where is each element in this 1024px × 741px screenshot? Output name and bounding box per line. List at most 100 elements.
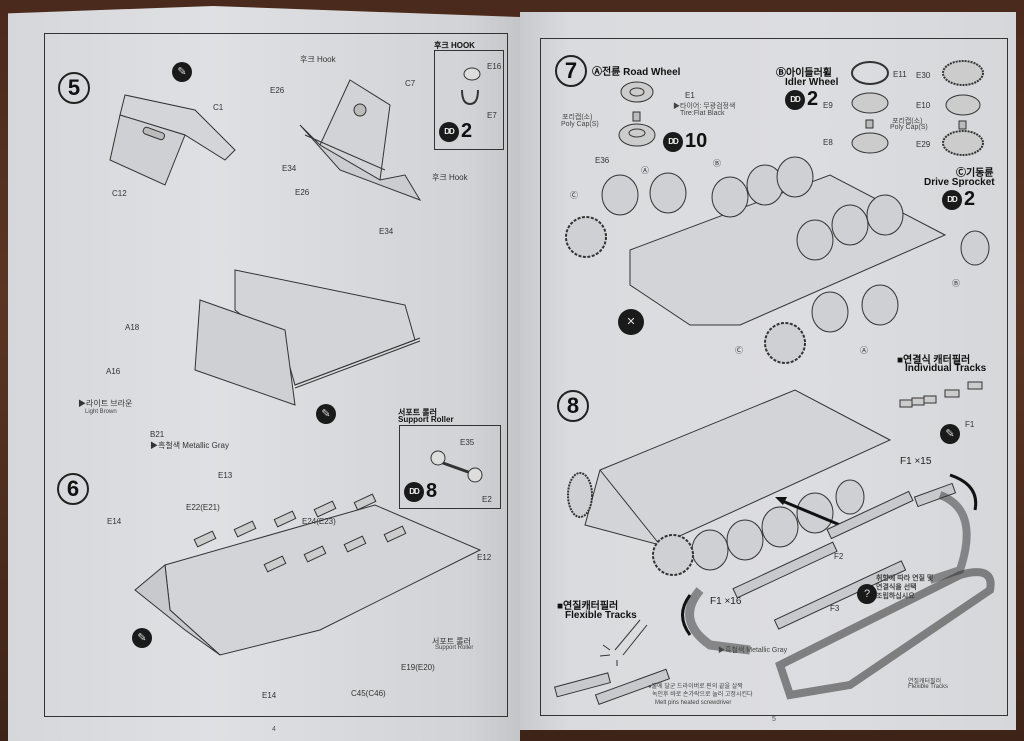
drive-sprocket-drawing xyxy=(938,58,988,158)
tire-paint-en: Tire:Flat Black xyxy=(680,110,725,117)
part-label-e34-b: E34 xyxy=(379,227,394,236)
sprocket-polycap-en: Poly Cap(S) xyxy=(890,124,928,131)
marker-c-left: Ⓒ xyxy=(570,191,578,200)
part-label-c12: C12 xyxy=(112,189,127,198)
idler-wheel-title-ko: Ⓑ아이들러휠 xyxy=(776,68,832,79)
part-label-e11: E11 xyxy=(893,70,907,79)
quantity-value: 2 xyxy=(807,88,819,110)
part-label-e14-left: E14 xyxy=(107,517,122,526)
part-label-f3: F3 xyxy=(830,604,840,613)
part-label-e8: E8 xyxy=(823,138,833,147)
part-label-e24: E24(E23) xyxy=(302,517,336,526)
glue-icon: ✎ xyxy=(132,628,152,648)
part-label-e29: E29 xyxy=(916,140,931,149)
support-roller-title-en: Support Roller xyxy=(398,415,454,424)
heat-note-ko-line2: 녹인후 바로 손가락으로 눌러 고정시킨다 xyxy=(652,692,753,698)
support-roller-label-ko: 서포트 롤러 xyxy=(432,637,472,646)
part-label-a18: A18 xyxy=(125,323,140,332)
page-number-right: 5 xyxy=(772,716,776,723)
support-roller-label-en: Support Roller xyxy=(435,645,474,651)
no-glue-icon: ✕ xyxy=(618,309,644,335)
parts-quantity-icon: DD xyxy=(785,89,805,110)
marker-b-right: Ⓑ xyxy=(952,279,960,288)
parts-quantity-icon: DD xyxy=(404,481,424,502)
step-number-5: 5 xyxy=(58,72,90,104)
flexible-tracks-label-ko: 연질캐터필러 xyxy=(908,679,942,685)
part-label-f1: F1 xyxy=(965,420,975,429)
part-label-a16: A16 xyxy=(106,367,121,376)
individual-tracks-title-en: Individual Tracks xyxy=(905,363,987,374)
part-label-b21: B21 xyxy=(150,430,165,439)
hull-plate-c1-drawing xyxy=(105,90,245,190)
part-label-e22: E22(E21) xyxy=(186,503,220,512)
right-page xyxy=(520,12,1016,730)
step-number-8: 8 xyxy=(557,390,589,422)
f1-x15-label: F1 ×15 xyxy=(900,456,932,467)
part-label-e1: E1 xyxy=(685,91,695,100)
support-roller-quantity: DD 8 xyxy=(404,480,437,503)
part-label-e9: E9 xyxy=(823,101,833,110)
step-number-6: 6 xyxy=(57,473,89,505)
left-page-frame xyxy=(44,33,508,717)
part-label-e7: E7 xyxy=(487,111,497,120)
choose-note-line3: 조립하십시요 xyxy=(876,593,915,600)
individual-track-links-drawing xyxy=(900,378,990,418)
part-label-e2: E2 xyxy=(482,495,492,504)
road-wheel-quantity: DD 10 xyxy=(663,130,707,153)
right-page-frame xyxy=(540,38,1008,716)
part-label-e19: E19(E20) xyxy=(401,663,435,672)
tire-paint-ko: ▶타이어: 무광검정색 xyxy=(673,103,736,110)
hook-label-top: 후크 Hook xyxy=(300,55,336,64)
step-number-7: 7 xyxy=(555,55,587,87)
lower-hull-suspension-drawing xyxy=(125,490,445,670)
hull-wheel-assembly-drawing xyxy=(560,165,990,360)
quantity-value: 2 xyxy=(461,120,473,142)
paint-light-brown-ko: ▶라이트 브라운 xyxy=(78,399,133,408)
hull-rear-assembly-drawing xyxy=(165,260,425,410)
hook-quantity: DD 2 xyxy=(439,120,472,143)
melt-pins-drawing xyxy=(555,620,675,705)
hook-label-side: 후크 Hook xyxy=(432,173,468,182)
part-label-c45: C45(C46) xyxy=(351,689,386,698)
hook-box-title: 후크 HOOK xyxy=(434,41,475,50)
drive-sprocket-title-en: Drive Sprocket xyxy=(924,177,995,188)
support-roller-detail-box xyxy=(399,425,501,509)
part-label-e26-top: E26 xyxy=(270,86,285,95)
rear-hull-drawing xyxy=(280,75,440,205)
part-label-f2: F2 xyxy=(834,552,844,561)
part-label-e14-bottom: E14 xyxy=(262,691,277,700)
part-label-c7: C7 xyxy=(405,79,416,88)
part-label-e26-bottom: E26 xyxy=(295,188,310,197)
flexible-tracks-title-en: Flexible Tracks xyxy=(565,610,637,621)
support-roller-drawing xyxy=(425,445,495,485)
choose-note-line1: 취향에 따라 연질 및 xyxy=(876,575,934,582)
choose-note-line2: 연결식을 선택 xyxy=(876,584,917,591)
part-label-e34-a: E34 xyxy=(282,164,297,173)
paint-metallic-gray: ▶흑철색 Metallic Gray xyxy=(150,441,229,450)
glue-icon: ✎ xyxy=(940,424,960,444)
question-icon: ? xyxy=(857,584,877,604)
road-wheel-drawing xyxy=(615,80,665,155)
paint-light-brown-en: Light Brown xyxy=(85,409,117,415)
part-label-e16: E16 xyxy=(487,62,502,71)
part-label-c1: C1 xyxy=(213,103,224,112)
hook-drawing xyxy=(450,62,490,112)
sprocket-polycap-ko: 포리캡(소) xyxy=(892,118,923,125)
track-paint-metallic-gray: ▶흑철색 Metallic Gray xyxy=(718,647,788,654)
idler-wheel-drawing xyxy=(845,58,895,158)
track-assembly-drawing xyxy=(680,470,1000,700)
flexible-tracks-label-en: Flexible Tracks xyxy=(908,684,949,690)
parts-quantity-icon: DD xyxy=(942,189,962,210)
marker-a-bottom: Ⓐ xyxy=(860,346,868,355)
quantity-value: 8 xyxy=(426,480,438,502)
part-label-e12: E12 xyxy=(477,553,492,562)
flexible-tracks-title-ko: ■연질캐터필러 xyxy=(557,601,619,612)
polycap-label-ko: 포리캡(소) xyxy=(562,114,593,121)
drive-sprocket-quantity: DD 2 xyxy=(942,188,975,211)
polycap-label-en: Poly Cap(S) xyxy=(561,121,599,128)
part-label-e30: E30 xyxy=(916,71,931,80)
parts-quantity-icon: DD xyxy=(663,131,683,152)
quantity-value: 2 xyxy=(964,188,976,210)
parts-quantity-icon: DD xyxy=(439,121,459,142)
hook-detail-box xyxy=(434,50,504,150)
